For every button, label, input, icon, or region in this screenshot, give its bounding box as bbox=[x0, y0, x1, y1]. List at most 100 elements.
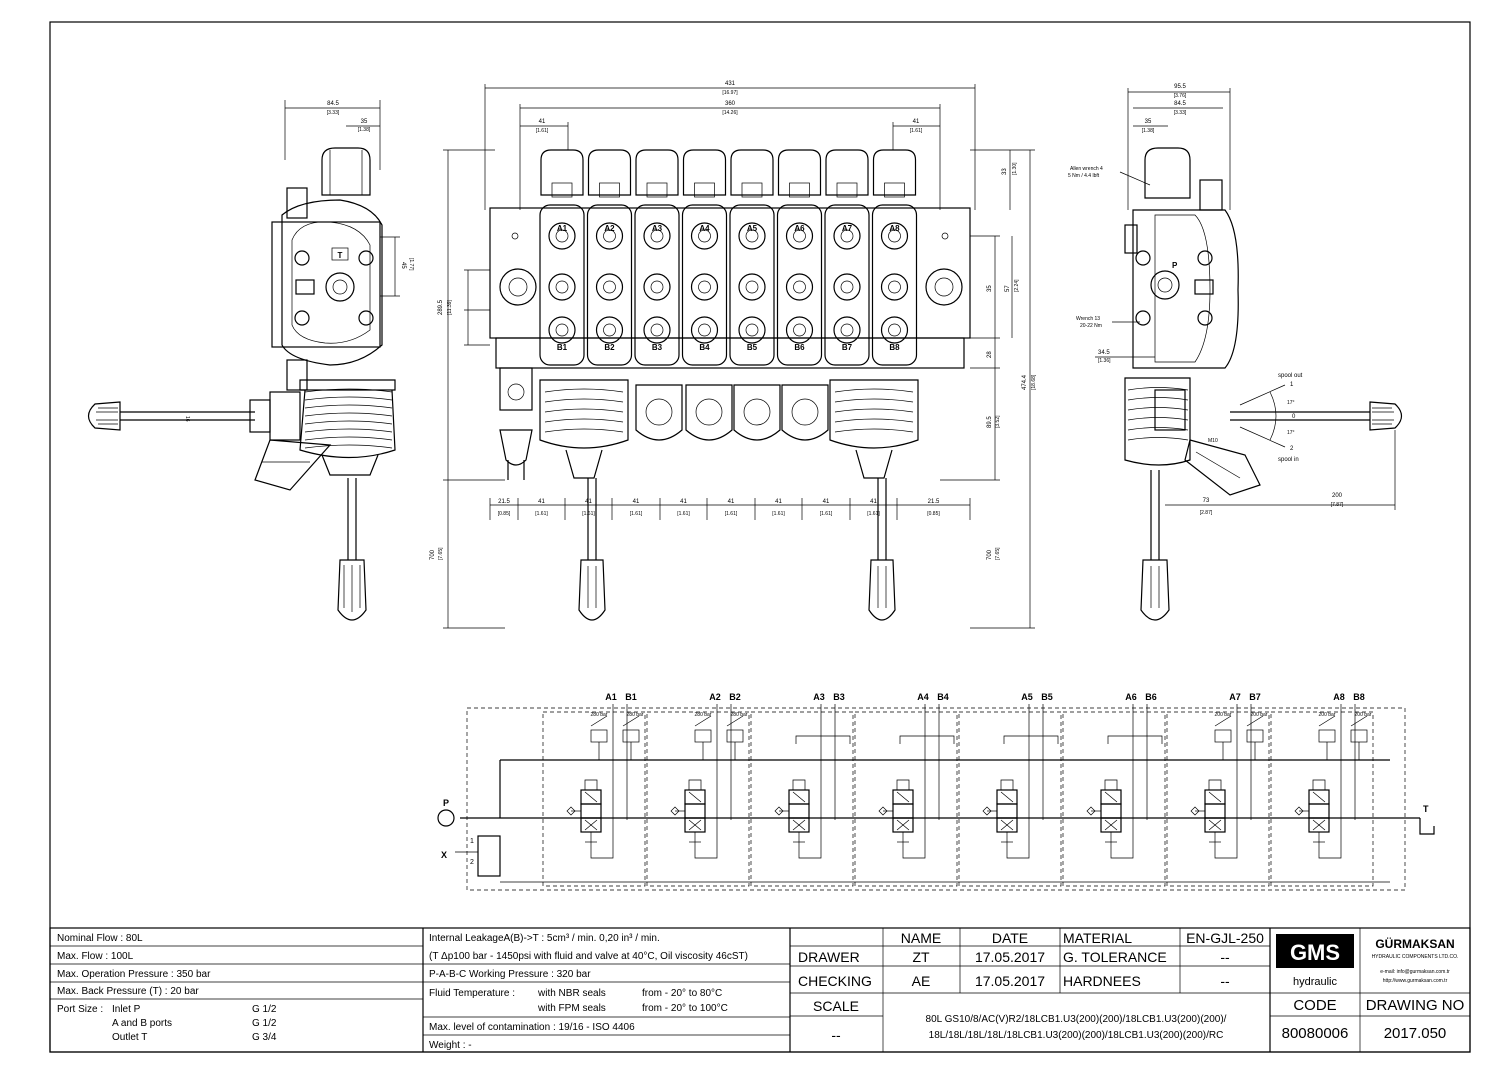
dim-left-inner: 35 bbox=[361, 119, 368, 125]
bottom-dim: 21.5 bbox=[928, 499, 940, 505]
schematic-label-a: A5 bbox=[1021, 692, 1033, 702]
port-1: 1 bbox=[470, 838, 474, 845]
code-label: CODE bbox=[1293, 997, 1336, 1014]
dim-left-top-in: [3.33] bbox=[327, 110, 340, 116]
relief-pressure-b: 280 bar bbox=[731, 712, 748, 718]
relief-pressure-b: 280 bar bbox=[627, 712, 644, 718]
drawer-date: 17.05.2017 bbox=[975, 949, 1045, 965]
title-block: Nominal Flow : 80L Max. Flow : 100L Max.… bbox=[49, 927, 1471, 1053]
front-label-a: A4 bbox=[699, 224, 710, 233]
spec-leakage-2: (T Δp100 bar - 1450psi with fluid and va… bbox=[429, 951, 748, 962]
dim-front-pitch-left: 41 bbox=[539, 119, 546, 125]
relief-pressure-a: 280 bar bbox=[695, 712, 712, 718]
dim-front-right-5: 89.5 bbox=[987, 416, 993, 428]
schematic-label-a: A1 bbox=[605, 692, 617, 702]
spec-fluid-nbr-range: from - 20° to 80°C bbox=[642, 988, 722, 999]
gms-logo-sub: hydraulic bbox=[1293, 976, 1338, 988]
port-ab-size: G 1/2 bbox=[252, 1018, 277, 1029]
front-label-a: A8 bbox=[889, 224, 900, 233]
scale-label: SCALE bbox=[813, 998, 859, 1014]
dim-front-lever-height-right: 700 bbox=[987, 549, 993, 560]
tolerance-value: -- bbox=[1220, 949, 1230, 965]
dim-right-top-in: [3.76] bbox=[1174, 93, 1187, 99]
front-lever-right bbox=[829, 379, 919, 621]
front-label-a: A5 bbox=[747, 224, 758, 233]
tolerance-label: G. TOLERANCE bbox=[1063, 949, 1167, 965]
port-outlet-size: G 3/4 bbox=[252, 1032, 277, 1043]
bottom-dim-in: [1.61] bbox=[772, 511, 785, 517]
front-label-b: B6 bbox=[794, 343, 805, 352]
checking-label: CHECKING bbox=[798, 973, 872, 989]
spec-fluid-nbr: with NBR seals bbox=[537, 988, 606, 999]
bottom-dim: 41 bbox=[633, 499, 640, 505]
bottom-dim-in: [0.85] bbox=[498, 511, 511, 517]
dim-right-73: 73 bbox=[1203, 498, 1210, 504]
schematic-label-b: B3 bbox=[833, 692, 845, 702]
front-label-b: B5 bbox=[747, 343, 758, 352]
label-pos1: 1 bbox=[1290, 382, 1294, 388]
drawer-label: DRAWER bbox=[798, 949, 860, 965]
dim-front-lever-height: 700 bbox=[430, 549, 436, 560]
dim-front-right-1-in: [1.30] bbox=[1012, 162, 1018, 175]
dim-right-200: 200 bbox=[1332, 493, 1343, 499]
schematic-label-b: B8 bbox=[1353, 692, 1365, 702]
dim-left-45: 45 bbox=[400, 262, 406, 269]
spec-fluid-fpm-range: from - 20° to 100°C bbox=[642, 1003, 728, 1014]
port-inlet-name: Inlet P bbox=[112, 1004, 141, 1015]
spec-working-pressure: P-A-B-C Working Pressure : 320 bar bbox=[429, 969, 591, 980]
drawing-no-label: DRAWING NO bbox=[1366, 997, 1465, 1014]
bottom-dim-in: [1.61] bbox=[630, 511, 643, 517]
schematic-label-a: A2 bbox=[709, 692, 721, 702]
description-line-1: 80L GS10/8/AC(V)R2/18LCB1.U3(200)(200)/1… bbox=[926, 1014, 1227, 1025]
label-m10: M10 bbox=[1208, 438, 1218, 444]
front-label-b: B4 bbox=[699, 343, 710, 352]
hardness-label: HARDNEES bbox=[1063, 973, 1141, 989]
dim-front-right-3-in: [2.24] bbox=[1014, 279, 1020, 292]
schematic-label-a: A3 bbox=[813, 692, 825, 702]
dim-left-lever: 16 bbox=[184, 416, 190, 422]
front-label-a: A1 bbox=[557, 224, 568, 233]
schematic-label-b: B6 bbox=[1145, 692, 1157, 702]
gms-logo-text: GMS bbox=[1290, 940, 1340, 965]
port-outlet-name: Outlet T bbox=[112, 1032, 147, 1043]
spec-fluid-fpm: with FPM seals bbox=[537, 1003, 606, 1014]
label-spool-out: spool out bbox=[1278, 373, 1303, 379]
note-allen: Allen wrench 4 bbox=[1070, 166, 1103, 172]
bottom-dim-in: [1.61] bbox=[677, 511, 690, 517]
front-label-b: B3 bbox=[652, 343, 663, 352]
dim-right-34-in: [1.36] bbox=[1098, 358, 1111, 364]
company-web: http://www.gurmaksan.com.tr bbox=[1383, 978, 1448, 984]
schematic-label-a: A6 bbox=[1125, 692, 1137, 702]
port-p: P bbox=[443, 798, 449, 808]
dim-front-body-in: [14.26] bbox=[722, 110, 738, 116]
bottom-dim: 41 bbox=[538, 499, 545, 505]
port-ab-name: A and B ports bbox=[112, 1018, 172, 1029]
relief-pressure-a: 280 bar bbox=[591, 712, 608, 718]
dim-front-overall-in: [16.97] bbox=[722, 90, 738, 96]
right-side-view: 95.5 [3.76] 84.5 [3.33] 35 [1.38] Allen … bbox=[1068, 84, 1403, 621]
relief-pressure-a: 200 bar bbox=[1319, 712, 1336, 718]
col-name: NAME bbox=[901, 930, 941, 946]
bottom-dim-in: [1.61] bbox=[582, 511, 595, 517]
dim-front-overall: 431 bbox=[725, 81, 736, 87]
port-2: 2 bbox=[470, 859, 474, 866]
spec-back-pressure: Max. Back Pressure (T) : 20 bar bbox=[57, 986, 199, 997]
dim-right-inner-in: [3.33] bbox=[1174, 110, 1187, 116]
spec-weight: Weight : - bbox=[429, 1040, 472, 1051]
gms-logo bbox=[1276, 934, 1354, 968]
dim-left-45-in: [1.77] bbox=[408, 258, 414, 271]
dim-left-inner-in: [1.38] bbox=[358, 127, 371, 133]
port-x: X bbox=[441, 850, 447, 860]
spec-contamination: Max. level of contamination : 19/16 - IS… bbox=[429, 1022, 635, 1033]
hardness-value: -- bbox=[1220, 973, 1230, 989]
